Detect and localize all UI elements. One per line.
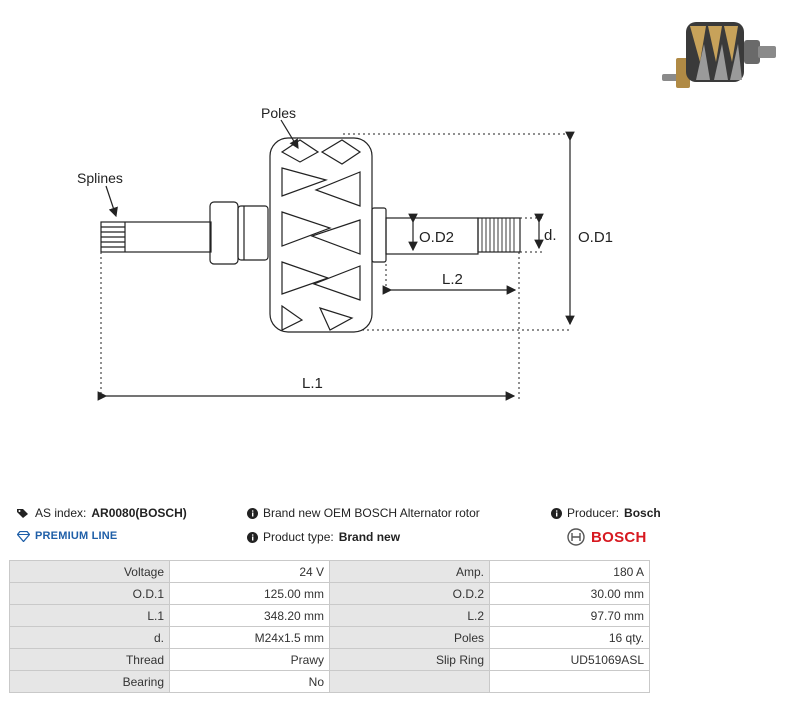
poles-label: Poles bbox=[261, 105, 296, 121]
l2-label: L.2 bbox=[442, 271, 463, 288]
bearing-seat bbox=[209, 201, 239, 265]
spec-label-cell: Slip Ring bbox=[329, 648, 490, 671]
product-type-row: Product type: Brand new bbox=[247, 530, 400, 544]
spec-label-cell: Voltage bbox=[9, 560, 170, 583]
premium-line-row: PREMIUM LINE bbox=[17, 530, 117, 542]
producer-value: Bosch bbox=[624, 506, 661, 520]
od2-label: O.D2 bbox=[419, 229, 454, 246]
spec-value-cell: Prawy bbox=[169, 648, 330, 671]
spec-label-cell: Bearing bbox=[9, 670, 170, 693]
info-icon bbox=[247, 507, 258, 519]
info-icon bbox=[551, 507, 562, 519]
rotor-product-photo bbox=[662, 22, 776, 88]
spec-label-cell: Thread bbox=[9, 648, 170, 671]
spec-value-cell: 24 V bbox=[169, 560, 330, 583]
tag-icon bbox=[17, 508, 30, 519]
as-index-label: AS index: bbox=[35, 506, 87, 520]
spec-label-cell bbox=[329, 670, 490, 693]
claw-pole-body bbox=[269, 137, 373, 333]
info-icon bbox=[247, 531, 258, 543]
producer-row: Producer: Bosch bbox=[551, 506, 661, 520]
splines-label: Splines bbox=[77, 170, 123, 186]
spec-label-cell: O.D.2 bbox=[329, 582, 490, 605]
spec-label-cell: L.1 bbox=[9, 604, 170, 627]
bosch-wordmark: BOSCH bbox=[591, 528, 647, 546]
spec-label-cell: O.D.1 bbox=[9, 582, 170, 605]
spec-label-cell: L.2 bbox=[329, 604, 490, 627]
spec-value-cell: UD51069ASL bbox=[489, 648, 650, 671]
spec-value-cell: 30.00 mm bbox=[489, 582, 650, 605]
spec-value-cell bbox=[489, 670, 650, 693]
rotor-technical-drawing: Poles Splines O.D1 O.D2 d. L.2 L.1 bbox=[77, 22, 776, 401]
spec-value-cell: M24x1.5 mm bbox=[169, 626, 330, 649]
spec-value-cell: 348.20 mm bbox=[169, 604, 330, 627]
spec-label-cell: Poles bbox=[329, 626, 490, 649]
diamond-icon bbox=[17, 530, 30, 542]
product-type-label: Product type: bbox=[263, 530, 334, 544]
bosch-armature-icon bbox=[567, 528, 585, 546]
l1-label: L.1 bbox=[302, 375, 323, 392]
product-type-value: Brand new bbox=[338, 530, 401, 544]
as-index-row: AS index: AR0080(BOSCH) bbox=[17, 506, 187, 520]
spec-value-cell: No bbox=[169, 670, 330, 693]
spec-label-cell: Amp. bbox=[329, 560, 490, 583]
bosch-logo: BOSCH bbox=[567, 528, 647, 546]
description-row: Brand new OEM BOSCH Alternator rotor bbox=[247, 506, 480, 520]
spec-value-cell: 180 A bbox=[489, 560, 650, 583]
premium-line-label: PREMIUM LINE bbox=[35, 530, 118, 542]
description-text: Brand new OEM BOSCH Alternator rotor bbox=[263, 506, 480, 520]
threaded-end bbox=[477, 217, 521, 253]
as-index-value: AR0080(BOSCH) bbox=[91, 506, 187, 520]
spec-label-cell: d. bbox=[9, 626, 170, 649]
spec-value-cell: 125.00 mm bbox=[169, 582, 330, 605]
spec-value-cell: 16 qty. bbox=[489, 626, 650, 649]
spec-value-cell: 97.70 mm bbox=[489, 604, 650, 627]
d-label: d. bbox=[544, 227, 557, 244]
producer-label: Producer: bbox=[567, 506, 620, 520]
od1-label: O.D1 bbox=[578, 229, 613, 246]
